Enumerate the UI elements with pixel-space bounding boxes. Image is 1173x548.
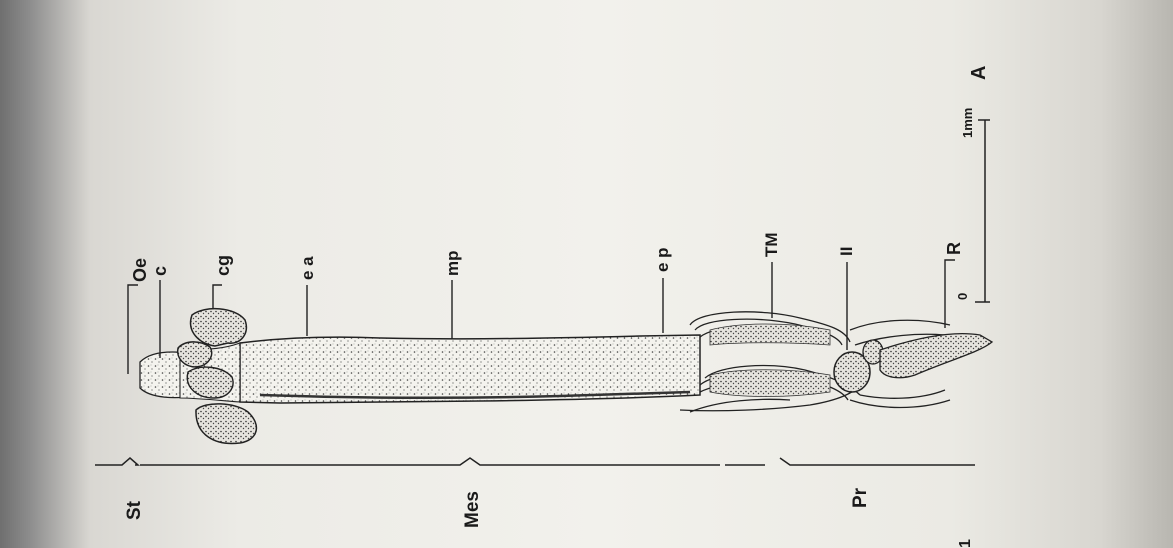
label-crop: c [150, 266, 170, 276]
rectum [880, 334, 992, 378]
region-label-mesenteron: Mes [462, 491, 483, 528]
label-ea: e a [298, 256, 317, 280]
region-label-proctodaeum: Pr [850, 487, 871, 508]
scale-bar [975, 120, 990, 302]
region-brackets [95, 458, 975, 465]
label-oesophagus: Oe [130, 258, 150, 282]
label-midgut-mp: mp [443, 251, 462, 277]
label-ep: e p [653, 247, 672, 272]
label-gastric-caeca: cg [213, 255, 233, 276]
page-number-fragment: 1 [957, 539, 974, 548]
scale-unit-label: 1mm [960, 108, 975, 138]
label-rectum: R [944, 242, 964, 255]
hindgut-lower [710, 370, 830, 397]
region-label-stomodaeum: St [124, 500, 145, 520]
panel-label: A [968, 66, 990, 80]
label-malpighian-tubules: TM [762, 232, 781, 257]
hindgut-upper [710, 324, 830, 345]
label-ileum: II [837, 247, 856, 256]
scale-zero-label: 0 [955, 293, 970, 300]
